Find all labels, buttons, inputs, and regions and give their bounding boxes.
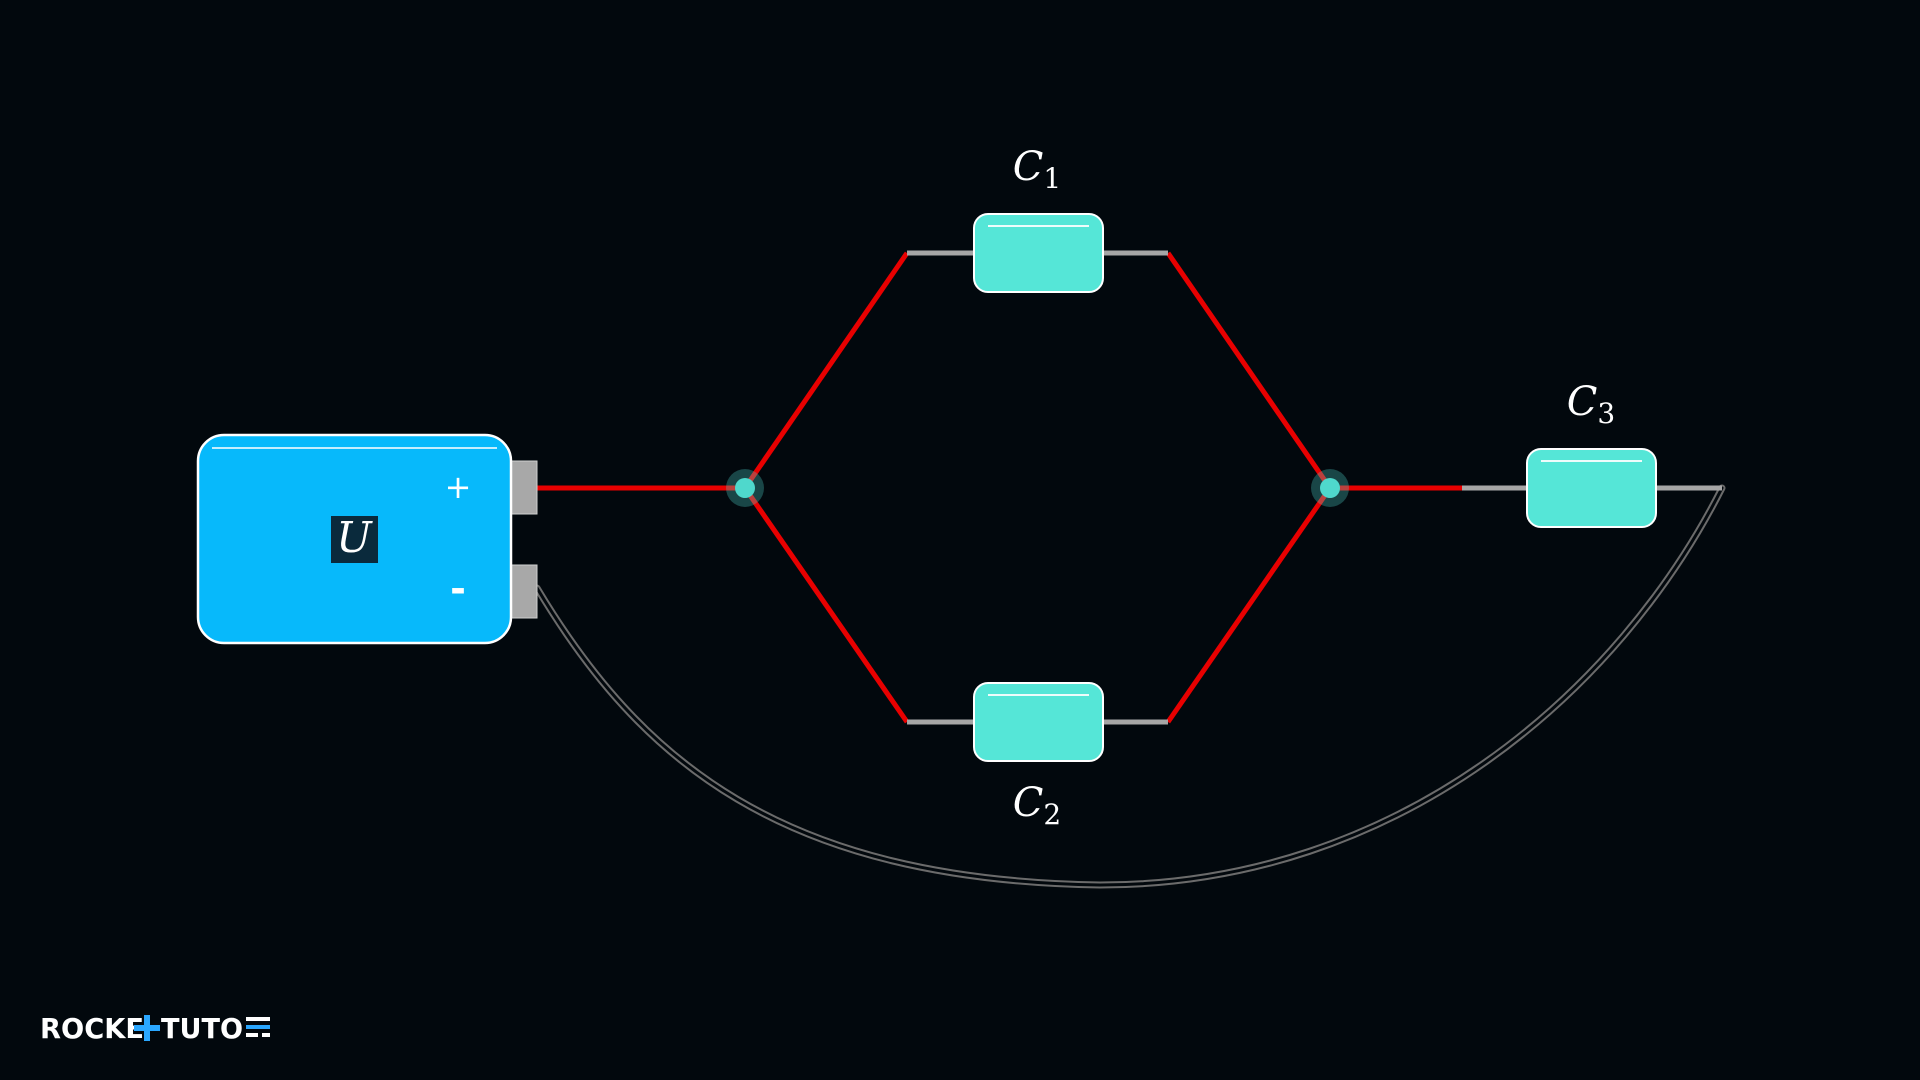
battery-minus-symbol: - bbox=[450, 567, 466, 611]
battery-plus-symbol: + bbox=[445, 468, 472, 506]
node-left bbox=[735, 478, 755, 498]
return-wire bbox=[533, 484, 1726, 889]
wire-left-node-to-c2 bbox=[742, 486, 910, 724]
capacitor-c2: C2 bbox=[973, 682, 1104, 831]
capacitor-c2-label: C2 bbox=[1013, 780, 1061, 831]
capacitor-c3: C3 bbox=[1526, 379, 1657, 528]
battery: U + - bbox=[196, 433, 538, 645]
battery-minus-terminal bbox=[509, 564, 538, 619]
capacitor-c1: C1 bbox=[973, 144, 1104, 293]
battery-label: U bbox=[336, 513, 373, 562]
capacitor-c3-label: C3 bbox=[1567, 379, 1615, 430]
battery-label-box bbox=[331, 516, 378, 563]
logo-plus-icon bbox=[134, 1015, 160, 1041]
wire-c1-to-right-node bbox=[1165, 251, 1333, 490]
capacitor-leads bbox=[907, 250, 1722, 725]
battery-plus-terminal bbox=[509, 460, 538, 515]
node-right bbox=[1320, 478, 1340, 498]
active-wires bbox=[537, 251, 1462, 724]
wire-c2-to-right-node bbox=[1165, 486, 1333, 724]
wire-left-node-to-c1 bbox=[742, 251, 910, 490]
rocket-tutor-logo: ROCKE TUTO bbox=[40, 1012, 270, 1045]
logo-text-tuto: TUTO bbox=[161, 1012, 243, 1045]
junction-nodes bbox=[726, 469, 1349, 507]
logo-text-rocke: ROCKE bbox=[40, 1012, 144, 1045]
capacitor-c1-label: C1 bbox=[1013, 144, 1061, 195]
logo-r-icon bbox=[246, 1017, 270, 1037]
